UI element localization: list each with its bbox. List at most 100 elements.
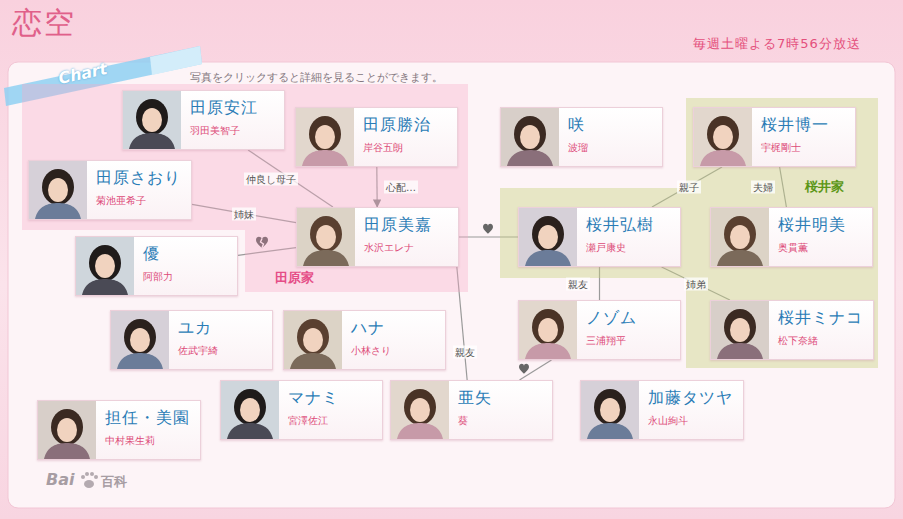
- photo-hair: [42, 169, 74, 205]
- name-box: 桜井明美奥貫薫: [769, 208, 872, 266]
- character-photo: [29, 161, 87, 219]
- character-card: ノゾム三浦翔平: [518, 300, 681, 360]
- photo-body: [303, 250, 349, 266]
- character-photo: [694, 108, 752, 166]
- photo-ground: [38, 401, 96, 459]
- name-box: 担任・美園中村果生莉: [96, 401, 200, 459]
- character-name: 亜矢: [458, 387, 542, 409]
- photo-ground: [581, 381, 639, 439]
- character-name: ユカ: [178, 317, 262, 339]
- photo-body: [717, 343, 763, 359]
- photo-body: [587, 423, 633, 439]
- character-card: 桜井明美奥貫薫: [710, 207, 873, 267]
- character-photo: [519, 208, 577, 266]
- character-name: 咲: [568, 114, 652, 136]
- character-photo: [501, 108, 559, 166]
- actor-name: 奥貫薫: [778, 240, 862, 256]
- photo-body: [302, 150, 348, 166]
- chart-ribbon-fade: [150, 46, 202, 75]
- photo-body: [129, 133, 175, 149]
- actor-name: 瀬戸康史: [586, 240, 670, 256]
- photo-face: [57, 418, 77, 442]
- paw-toe: [85, 472, 89, 476]
- character-card: 亜矢葵: [390, 380, 553, 440]
- photo-hair: [136, 99, 168, 135]
- actor-name: 岸谷五朗: [363, 140, 447, 156]
- name-box: 田原安江羽田美智子: [181, 91, 284, 149]
- photo-hair: [532, 309, 564, 345]
- actor-name: 中村果生莉: [105, 433, 190, 449]
- actor-name: 羽田美智子: [190, 123, 274, 139]
- character-name: 優: [143, 243, 227, 265]
- character-name: 田原勝治: [363, 114, 447, 136]
- photo-ground: [391, 381, 449, 439]
- photo-face: [730, 318, 750, 342]
- heart-symbol: [483, 224, 493, 234]
- photo-face: [130, 328, 150, 352]
- watermark-text: Bai: [46, 470, 74, 489]
- character-card: ユカ佐武宇綺: [110, 310, 273, 370]
- character-card: マナミ宮澤佐江: [220, 380, 383, 440]
- character-photo: [519, 301, 577, 359]
- photo-hair: [89, 245, 121, 281]
- name-box: 亜矢葵: [449, 381, 552, 439]
- character-name: 田原美嘉: [364, 214, 448, 236]
- photo-face: [142, 108, 162, 132]
- photo-body: [397, 423, 443, 439]
- character-name: 加藤タツヤ: [648, 387, 733, 409]
- photo-ground: [296, 108, 354, 166]
- character-name: ノゾム: [586, 307, 670, 329]
- name-box: 桜井博一宇梶剛士: [752, 108, 855, 166]
- photo-face: [48, 178, 68, 202]
- photo-hair: [707, 116, 739, 152]
- character-card: 担任・美園中村果生莉: [37, 400, 201, 460]
- character-card: 加藤タツヤ永山絢斗: [580, 380, 744, 440]
- photo-ground: [501, 108, 559, 166]
- actor-name: 阿部力: [143, 269, 227, 285]
- content-panel: [8, 62, 895, 508]
- photo-face: [410, 398, 430, 422]
- name-box: 田原勝治岸谷五朗: [354, 108, 457, 166]
- photo-hair: [309, 116, 341, 152]
- actor-name: 宇梶剛士: [761, 140, 845, 156]
- character-photo: [581, 381, 639, 439]
- photo-face: [240, 398, 260, 422]
- name-box: 優阿部力: [134, 237, 237, 295]
- character-card: 田原美嘉水沢エレナ: [296, 207, 459, 267]
- character-photo: [296, 108, 354, 166]
- photo-hair: [594, 389, 626, 425]
- photo-ground: [29, 161, 87, 219]
- character-photo: [711, 208, 769, 266]
- family-region-shape: [500, 98, 878, 368]
- character-photo: [38, 401, 96, 459]
- photo-hair: [310, 216, 342, 252]
- photo-ground: [711, 208, 769, 266]
- paw-pad: [84, 480, 94, 488]
- character-photo: [111, 311, 169, 369]
- actor-name: 小林さり: [351, 343, 435, 359]
- photo-hair: [234, 389, 266, 425]
- actor-name: 菊池亜希子: [96, 193, 181, 209]
- photo-body: [717, 250, 763, 266]
- photo-ground: [284, 311, 342, 369]
- broadcast-time: 毎週土曜よる7時56分放送: [693, 35, 861, 53]
- character-card: 咲波瑠: [500, 107, 663, 167]
- photo-hair: [404, 389, 436, 425]
- character-card: 田原さおり菊池亜希子: [28, 160, 192, 220]
- name-box: 田原さおり菊池亜希子: [87, 161, 191, 219]
- character-photo: [123, 91, 181, 149]
- paw-toe: [94, 475, 98, 479]
- character-name: 桜井博一: [761, 114, 845, 136]
- relation-label: 親友: [566, 277, 590, 290]
- photo-hair: [51, 409, 83, 445]
- character-name: 担任・美園: [105, 407, 190, 429]
- photo-hair: [124, 319, 156, 355]
- character-card: 桜井弘樹瀬戸康史: [518, 207, 681, 267]
- photo-body: [227, 423, 273, 439]
- photo-body: [290, 353, 336, 369]
- photo-body: [82, 279, 128, 295]
- photo-face: [730, 225, 750, 249]
- actor-name: 三浦翔平: [586, 333, 670, 349]
